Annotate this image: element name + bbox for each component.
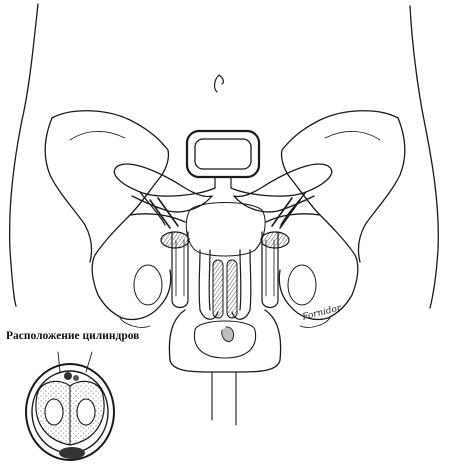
body-outline (10, 4, 439, 308)
reservoir (187, 131, 259, 188)
tubing (114, 164, 331, 228)
cylinders (161, 232, 289, 319)
scrotum-outline (169, 310, 280, 425)
cross-section-inset (26, 352, 114, 460)
cylinder-placement-caption: Расположение цилиндров (6, 330, 139, 342)
pelvis (45, 111, 405, 328)
